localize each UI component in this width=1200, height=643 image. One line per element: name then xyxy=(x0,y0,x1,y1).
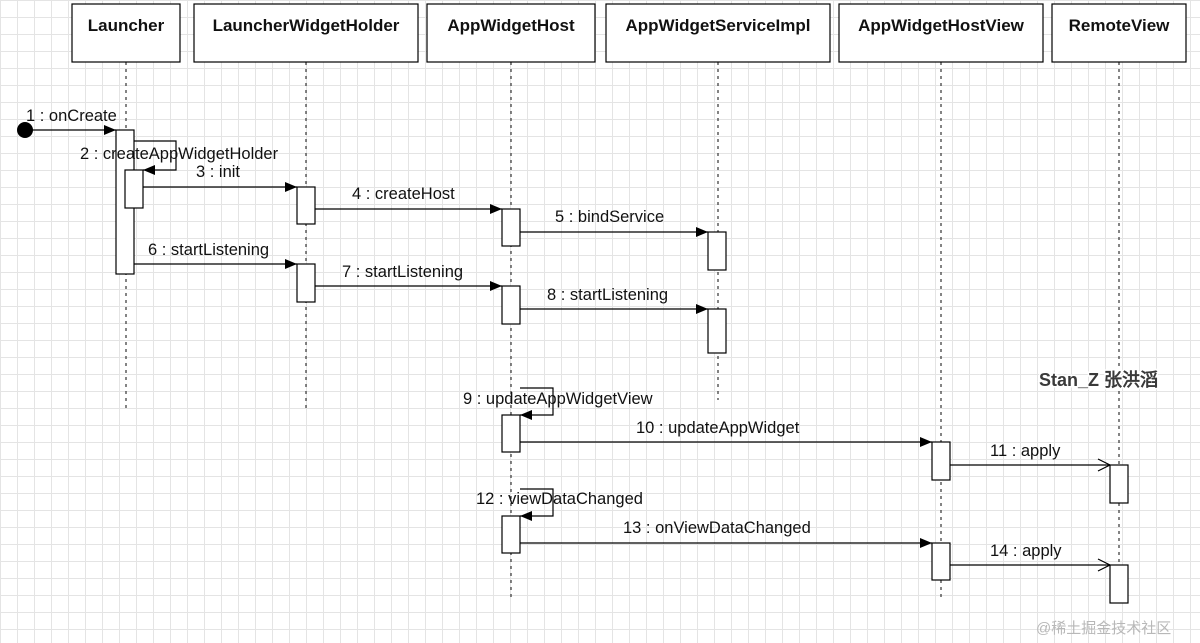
participant-service: AppWidgetServiceImpl xyxy=(605,3,831,63)
message-label: 13 : onViewDataChanged xyxy=(623,519,811,537)
arrowhead xyxy=(920,538,932,548)
message-8: 8 : startListening xyxy=(520,286,708,314)
message-label: 10 : updateAppWidget xyxy=(636,419,800,437)
arrowhead xyxy=(920,437,932,447)
activation-remoteview-apply-1 xyxy=(1109,464,1129,504)
activation-host-datachanged xyxy=(501,515,521,554)
arrowhead xyxy=(143,165,155,175)
message-label: 4 : createHost xyxy=(352,185,455,203)
author-watermark: Stan_Z 张洪滔 xyxy=(1039,369,1158,390)
message-label: 12 : viewDataChanged xyxy=(476,490,643,508)
participant-label: LauncherWidgetHolder xyxy=(213,16,400,35)
activation-service-startlistening xyxy=(707,308,727,354)
message-1: 1 : onCreate xyxy=(17,107,117,138)
arrowhead xyxy=(1097,558,1112,572)
participant-label: AppWidgetHostView xyxy=(858,16,1025,35)
arrowhead xyxy=(104,125,116,135)
message-2: 2 : createAppWidgetHolder xyxy=(80,140,279,175)
participant-label: Launcher xyxy=(88,16,165,35)
message-label: 3 : init xyxy=(196,163,240,181)
message-10: 10 : updateAppWidget xyxy=(520,419,932,447)
activation-holder-init xyxy=(296,186,316,225)
activation-hostview-update xyxy=(931,441,951,481)
message-label: 1 : onCreate xyxy=(26,107,117,125)
message-label: 9 : updateAppWidgetView xyxy=(463,390,653,408)
message-label: 7 : startListening xyxy=(342,263,463,281)
participant-holder: LauncherWidgetHolder xyxy=(193,3,419,63)
site-watermark: @稀土掘金技术社区 xyxy=(1036,620,1171,637)
message-12: 12 : viewDataChanged xyxy=(476,488,643,521)
participant-label: AppWidgetHost xyxy=(447,16,575,35)
participant-label: RemoteView xyxy=(1069,16,1171,35)
arrowhead xyxy=(285,259,297,269)
message-14: 14 : apply xyxy=(950,542,1112,572)
arrowhead xyxy=(696,304,708,314)
participant-label: AppWidgetServiceImpl xyxy=(626,16,811,35)
message-9: 9 : updateAppWidgetView xyxy=(463,387,653,420)
arrowhead xyxy=(490,204,502,214)
arrowhead xyxy=(285,182,297,192)
message-6: 6 : startListening xyxy=(134,241,297,269)
message-13: 13 : onViewDataChanged xyxy=(520,519,932,548)
message-7: 7 : startListening xyxy=(315,263,502,291)
message-3: 3 : init xyxy=(143,163,297,192)
arrowhead xyxy=(490,281,502,291)
activation-host-createhost xyxy=(501,208,521,247)
activation-host-startlistening xyxy=(501,285,521,325)
message-label: 2 : createAppWidgetHolder xyxy=(80,145,279,163)
message-4: 4 : createHost xyxy=(315,185,502,214)
message-11: 11 : apply xyxy=(950,442,1112,472)
participant-remoteview: RemoteView xyxy=(1051,3,1187,63)
message-label: 8 : startListening xyxy=(547,286,668,304)
activation-hostview-datachanged xyxy=(931,542,951,581)
message-label: 6 : startListening xyxy=(148,241,269,259)
participant-host: AppWidgetHost xyxy=(426,3,596,63)
activation-launcher-nested xyxy=(124,169,144,209)
arrowhead xyxy=(520,410,532,420)
message-5: 5 : bindService xyxy=(520,208,708,237)
arrowhead xyxy=(1097,458,1112,472)
participant-launcher: Launcher xyxy=(71,3,181,63)
activation-service-bind xyxy=(707,231,727,271)
message-label: 11 : apply xyxy=(990,442,1061,460)
activation-host-update xyxy=(501,414,521,453)
activation-remoteview-apply-2 xyxy=(1109,564,1129,604)
activation-holder-startlistening xyxy=(296,263,316,303)
participant-hostview: AppWidgetHostView xyxy=(838,3,1044,63)
arrowhead xyxy=(520,511,532,521)
message-label: 5 : bindService xyxy=(555,208,664,226)
message-label: 14 : apply xyxy=(990,542,1062,560)
arrowhead xyxy=(696,227,708,237)
